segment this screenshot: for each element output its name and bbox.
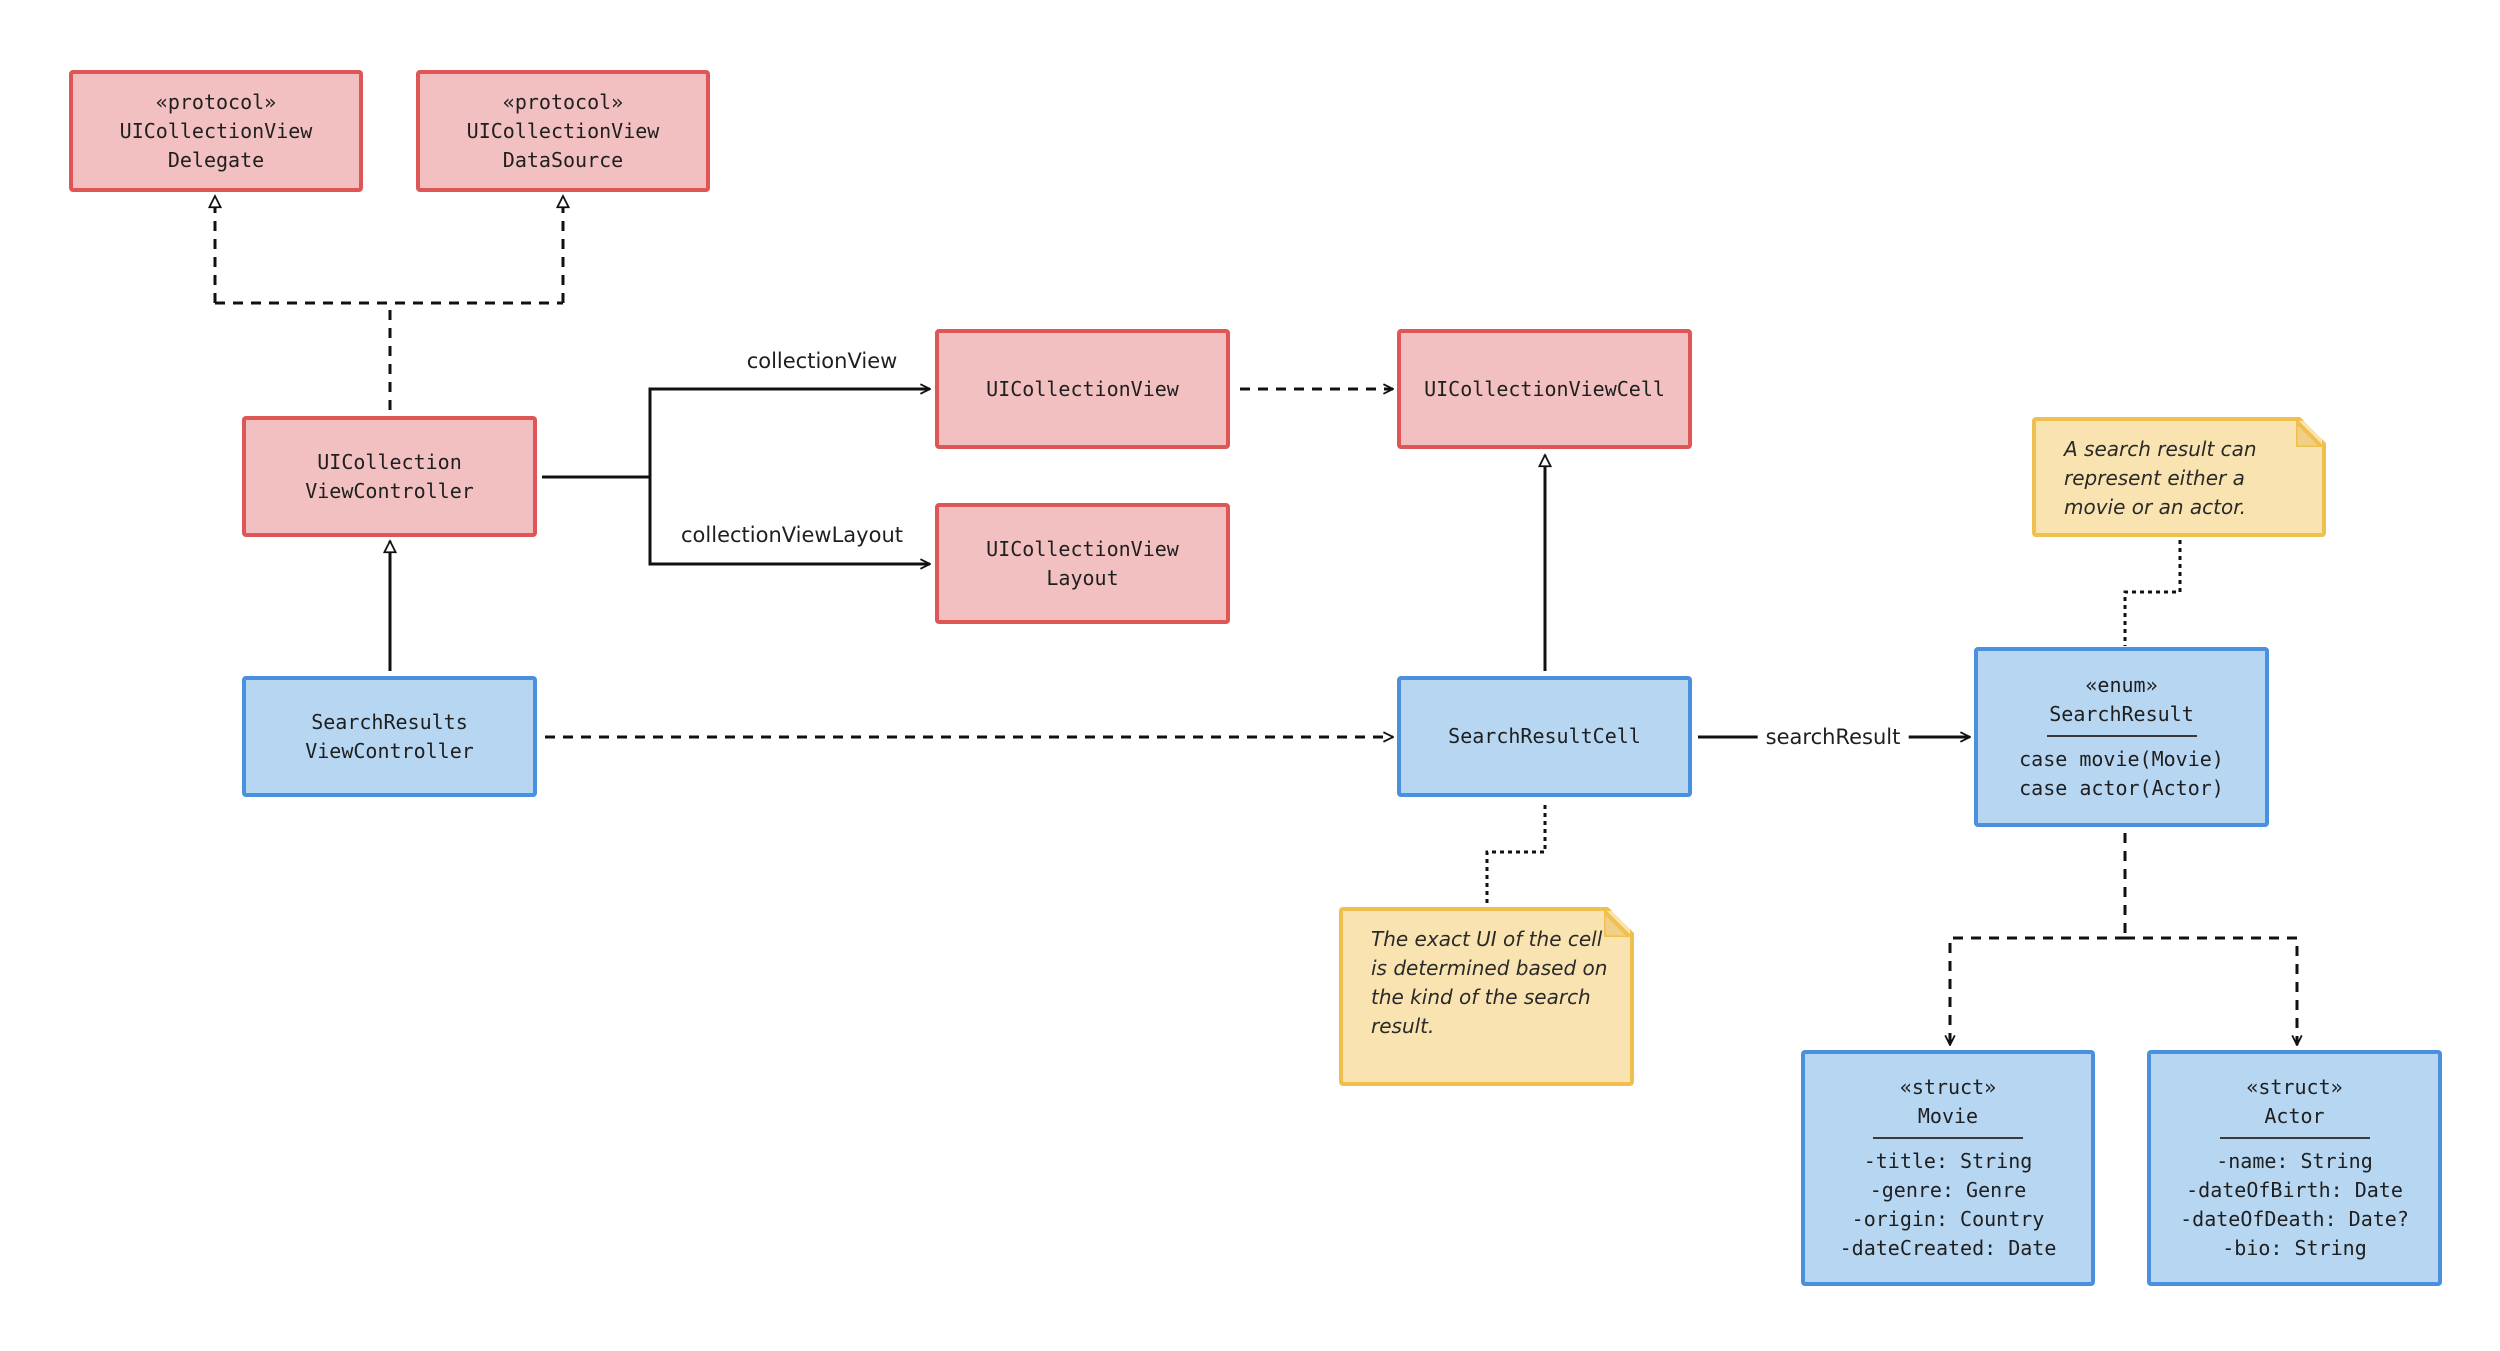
text-line: -bio: String bbox=[2222, 1236, 2367, 1260]
enum-name: SearchResult bbox=[2049, 702, 2194, 726]
text-line: the kind of the search bbox=[1371, 985, 1591, 1009]
text-line: «protocol» bbox=[502, 89, 624, 114]
actor-stereotype: «struct» bbox=[2246, 1075, 2343, 1099]
text-line: UICollectionView bbox=[986, 536, 1179, 561]
edge-label-collectionviewlayout: collectionViewLayout bbox=[681, 523, 903, 547]
note-connector-search-result bbox=[2123, 540, 2182, 646]
edge-enum-to-movie bbox=[1950, 936, 2125, 1045]
note-connector-cell bbox=[1485, 805, 1547, 903]
text-line: UICollection bbox=[317, 449, 462, 474]
movie-stereotype: «struct» bbox=[1899, 1075, 1997, 1099]
edge-enum-to-actor bbox=[2125, 936, 2297, 1045]
text-line: -name: String bbox=[2216, 1149, 2373, 1173]
text-line: SearchResultCell bbox=[1448, 724, 1641, 748]
movie-name: Movie bbox=[1917, 1104, 1979, 1128]
text-line: ViewController bbox=[305, 738, 474, 763]
text-line: represent either a bbox=[2064, 466, 2245, 490]
node-uicollectionviewcell[interactable]: UICollectionViewCell bbox=[1397, 329, 1692, 449]
node-actor-struct[interactable]: «struct» Actor -name: String -dateOfBirth… bbox=[2147, 1050, 2442, 1286]
text-line: «protocol» bbox=[155, 89, 277, 114]
text-line: -dateOfDeath: Date? bbox=[2180, 1207, 2409, 1231]
text-line: The exact UI of the cell bbox=[1371, 927, 1603, 951]
edge-label-searchresult: searchResult bbox=[1757, 725, 1909, 749]
text-line: Delegate bbox=[167, 147, 265, 172]
text-line: UICollectionView bbox=[119, 118, 313, 143]
movie-members: -title: String -genre: Genre -origin: Coun… bbox=[1840, 1147, 2057, 1263]
actor-separator bbox=[2219, 1137, 2370, 1139]
edge-label-collectionview: collectionView bbox=[746, 349, 898, 373]
actor-name: Actor bbox=[2264, 1104, 2325, 1128]
note-fold-icon bbox=[1604, 911, 1630, 937]
node-searchresultcell[interactable]: SearchResultCell bbox=[1397, 676, 1692, 797]
text-line: case actor(Actor) bbox=[2019, 776, 2224, 800]
text-line: UICollectionView bbox=[986, 376, 1179, 401]
movie-separator bbox=[1873, 1137, 2023, 1139]
text-line: -title: String bbox=[1863, 1149, 2033, 1173]
node-searchresult-enum[interactable]: «enum» SearchResult case movie(Movie)cas… bbox=[1974, 647, 2269, 827]
text-line: case movie(Movie) bbox=[2019, 747, 2224, 771]
text-line: A search result can bbox=[2064, 437, 2257, 461]
text-line: UICollectionView bbox=[466, 118, 660, 143]
edge-layout-association bbox=[648, 477, 930, 564]
note-search-result-text: A search result can represent either a mov… bbox=[2064, 435, 2300, 522]
text-line: UICollectionViewCell bbox=[1424, 376, 1665, 401]
note-fold-icon bbox=[2296, 421, 2322, 447]
enum-members: case movie(Movie) case actor(Actor) bbox=[2019, 745, 2224, 803]
text-line: -dateCreated: Date bbox=[1839, 1236, 2057, 1260]
actor-members: -name: String -dateOfBirth: Date -dateOfDe… bbox=[2180, 1147, 2409, 1263]
enum-stereotype: «enum» bbox=[2085, 673, 2158, 697]
edge-collectionview-association bbox=[648, 389, 930, 477]
text-line: -origin: Country bbox=[1851, 1207, 2045, 1231]
text-line: -genre: Genre bbox=[1869, 1178, 2027, 1202]
text-line: -dateOfBirth: Date bbox=[2186, 1178, 2403, 1202]
text-line: DataSource bbox=[502, 147, 624, 172]
text-line: Layout bbox=[1046, 565, 1119, 590]
text-line: result. bbox=[1371, 1014, 1435, 1038]
note-cell-ui: The exact UI of the cell is determined ba… bbox=[1339, 907, 1634, 1086]
text-line: movie or an actor. bbox=[2064, 495, 2246, 519]
text-line: SearchResults bbox=[311, 709, 468, 734]
node-uicollectionview[interactable]: UICollectionView bbox=[935, 329, 1230, 449]
text-line: is determined based on bbox=[1371, 956, 1608, 980]
node-movie-struct[interactable]: «struct» Movie -title: String -genre: Gen… bbox=[1801, 1050, 2095, 1286]
enum-separator bbox=[2046, 735, 2197, 737]
note-search-result: A search result can represent either a mov… bbox=[2032, 417, 2326, 537]
text-line: ViewController bbox=[305, 478, 474, 503]
note-cell-ui-text: The exact UI of the cell is determined ba… bbox=[1371, 925, 1608, 1041]
